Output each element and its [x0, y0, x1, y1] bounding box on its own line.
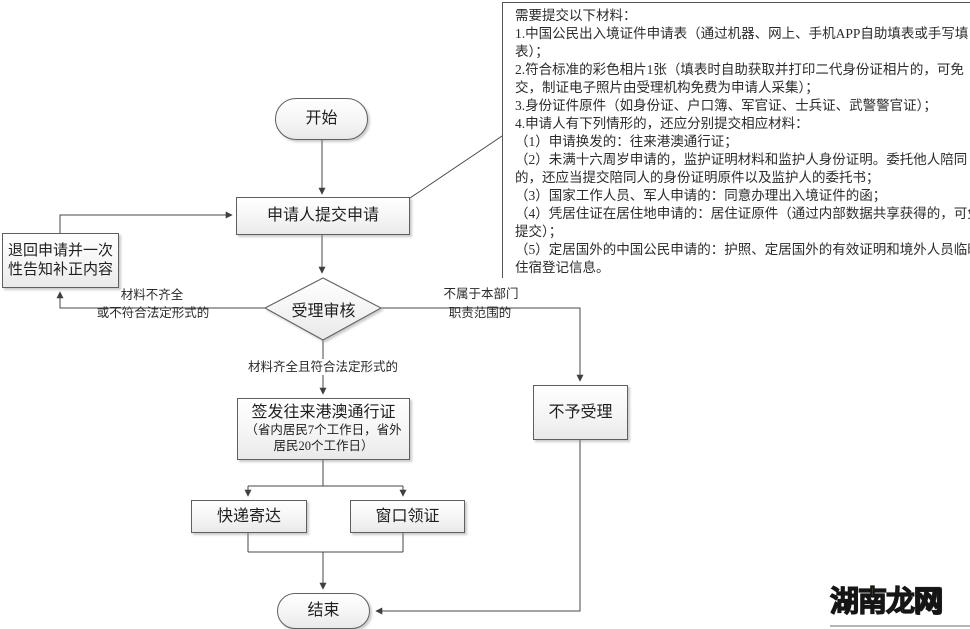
edge-review-to-deny	[381, 307, 584, 382]
panel-line: 的，还应当提交陪同人的身份证明原件以及监护人的委托书；	[515, 170, 880, 185]
edge-review-to-return	[56, 291, 265, 309]
edge-deny-to-end	[375, 440, 581, 615]
panel-line: 2.符合标准的彩色相片1张（填表时自助获取并打印二代身份证相片的，可免	[515, 62, 964, 77]
panel-line: 提交）；	[515, 224, 563, 239]
panel-line: （5）定居国外的中国公民申请的：护照、定居国外的有效证明和境外人员临时	[515, 242, 970, 257]
required-materials-panel: 需要提交以下材料： 1.中国公民出入境证件申请表（通过机器、网上、手机APP自助…	[502, 2, 970, 278]
start-node-label: 开始	[305, 110, 338, 127]
panel-line: （1）申请换发的：往来港澳通行证；	[515, 134, 738, 149]
return-application-label-line2: 性告知补正内容	[7, 261, 113, 278]
panel-line: （4）凭居住证在居住地申请的：居住证原件（通过内部数据共享获得的，可免	[515, 206, 970, 221]
panel-line: 交，制证电子照片由受理机构免费为申请人采集）；	[515, 80, 819, 95]
window-pickup-label: 窗口领证	[375, 507, 440, 525]
not-accepted-node: 不予受理	[533, 385, 628, 440]
panel-line: 3.身份证件原件（如身份证、户口簿、军官证、士兵证、武警警官证）；	[515, 98, 937, 113]
express-delivery-label: 快递寄达	[216, 507, 281, 525]
review-decision-node: 受理审核	[265, 278, 382, 340]
window-pickup-node: 窗口领证	[350, 500, 465, 533]
watermark-text-part1: 湖南	[829, 583, 887, 618]
submit-application-node: 申请人提交申请	[236, 197, 410, 235]
hunan-longwang-watermark: 湖南龙网	[829, 582, 970, 627]
start-node: 开始	[275, 98, 368, 140]
express-delivery-node: 快递寄达	[191, 500, 307, 533]
panel-line: 需要提交以下材料：	[515, 8, 637, 23]
issue-permit-label-line2: （省内居民7个工作日，省外	[245, 423, 402, 438]
review-diamond-shape	[263, 277, 383, 341]
panel-line: 表）；	[515, 44, 549, 59]
submit-application-label: 申请人提交申请	[266, 207, 379, 224]
review-decision-label: 受理审核	[291, 303, 356, 320]
panel-line: （3）国家工作人员、军人申请的：同意办理出入境证件的函；	[515, 188, 887, 203]
panel-line: 住宿登记信息。	[515, 260, 610, 275]
edge-label-materials-incomplete-line2: 或不符合法定形式的	[96, 306, 210, 320]
panel-line: 4.申请人有下列情形的，还应分别提交相应材料：	[515, 116, 809, 131]
panel-line: （2）未满十六周岁申请的，监护证明材料和监护人身份证明。委托他人陪同	[515, 152, 968, 167]
return-application-label-line1: 退回申请并一次	[7, 242, 113, 259]
watermark-text-part3: 网	[913, 583, 943, 618]
not-accepted-label: 不予受理	[548, 403, 613, 421]
issue-permit-label-line1: 签发往来港澳通行证	[251, 404, 396, 422]
issue-permit-label-line3: 居民20个工作日）	[273, 439, 374, 453]
edge-label-materials-incomplete-line1: 材料不齐全	[120, 288, 184, 302]
edge-label-materials-complete: 材料齐全且符合法定形式的	[248, 359, 399, 376]
end-node-label: 结束	[307, 602, 340, 619]
edge-label-not-in-scope-line1: 不属于本部门	[443, 287, 519, 301]
edge-return-to-submit	[59, 211, 233, 233]
edge-label-not-in-scope-line2: 职责范围的	[448, 306, 512, 320]
callout-line-to-panel	[409, 135, 503, 199]
issue-permit-node: 签发往来港澳通行证 （省内居民7个工作日，省外 居民20个工作日）	[237, 398, 410, 460]
end-node: 结束	[277, 593, 370, 629]
edge-merge-bar	[247, 533, 404, 553]
watermark-text-part2: 龙	[885, 583, 915, 618]
panel-line: 1.中国公民出入境证件申请表（通过机器、网上、手机APP自助填表或手写填	[515, 26, 969, 41]
return-application-node: 退回申请并一次 性告知补正内容	[2, 233, 119, 288]
